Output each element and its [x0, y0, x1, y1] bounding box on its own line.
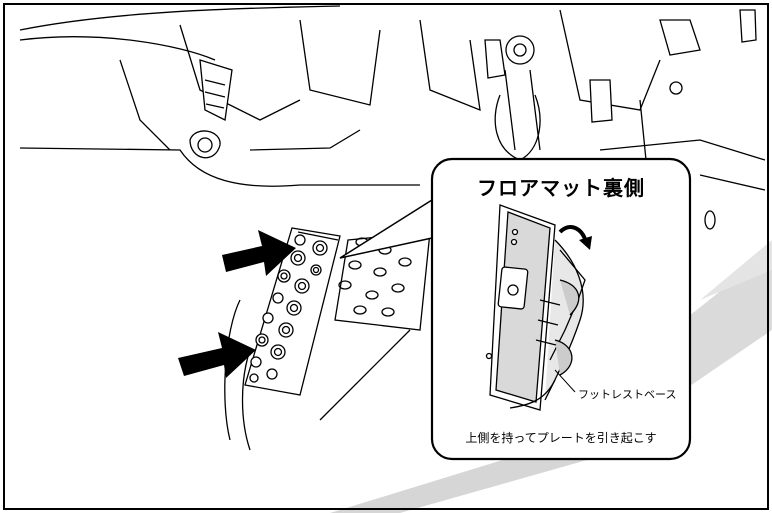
footrest-plate	[244, 227, 341, 396]
arrow-lower-icon	[178, 332, 256, 378]
dashboard-linework	[19, 5, 766, 451]
floor-mat-underside	[485, 204, 586, 411]
lift-arrow-icon	[558, 225, 592, 250]
outer-border	[3, 3, 769, 510]
instruction-caption: 上側を持ってプレートを引き起こす	[465, 431, 657, 445]
push-arrows	[178, 230, 296, 378]
footrest-base-label: フットレストベース	[578, 388, 677, 401]
arrow-upper-icon	[222, 230, 296, 276]
callout-title: フロアマット裏側	[477, 176, 645, 200]
